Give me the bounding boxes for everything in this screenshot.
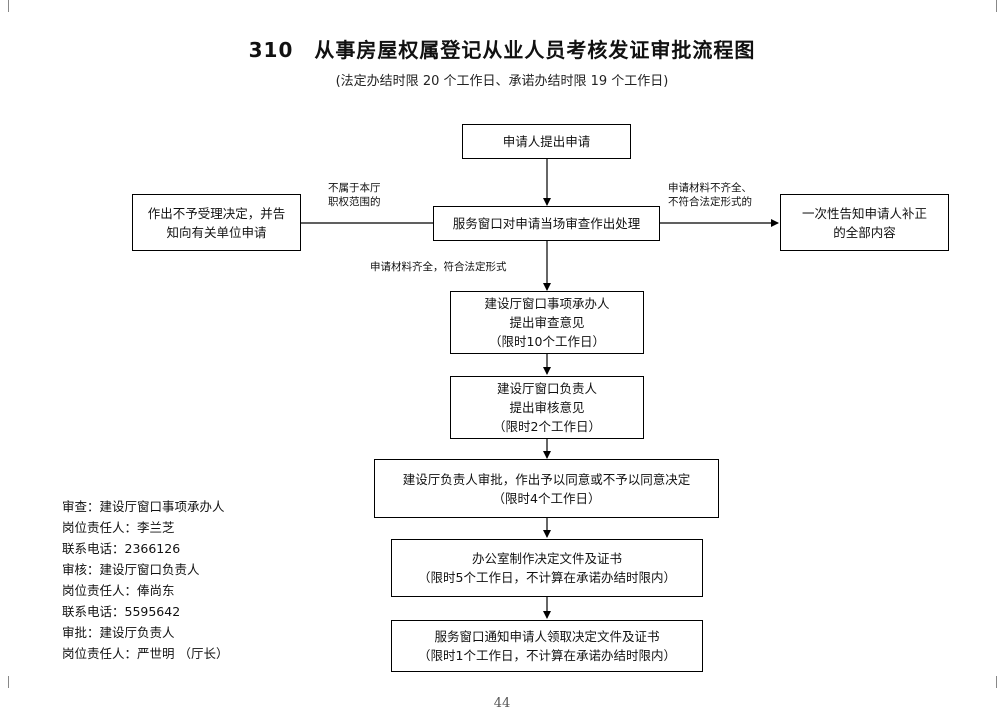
flow-box-handler-line-2: 提出审查意见 <box>509 315 585 330</box>
flow-box-collect-line-2: （限时1个工作日，不计算在承诺办结时限内） <box>418 648 676 663</box>
crop-mark-top-right <box>996 0 997 12</box>
edge-label-incomplete-line-2: 不符合法定形式的 <box>668 196 752 208</box>
flow-box-window-review: 服务窗口对申请当场审查作出处理 <box>433 206 660 241</box>
flow-box-handler-line-3: （限时10个工作日） <box>489 334 605 349</box>
flow-box-office: 办公室制作决定文件及证书 （限时5个工作日，不计算在承诺办结时限内） <box>391 539 703 597</box>
flow-box-notify-line-1: 一次性告知申请人补正 <box>801 205 927 221</box>
contact-line: 联系电话：5595642 <box>62 604 181 619</box>
flow-box-handler-line-1: 建设厅窗口事项承办人 <box>484 296 610 311</box>
edge-label-not-in-scope-line-1: 不属于本厅 <box>328 182 381 194</box>
edge-label-complete: 申请材料齐全，符合法定形式 <box>370 261 507 273</box>
flow-box-reject-line-2: 知向有关单位申请 <box>166 224 267 240</box>
flow-box-notify-line-2: 的全部内容 <box>833 224 896 240</box>
flow-box-office-line-1: 办公室制作决定文件及证书 <box>471 551 622 566</box>
crop-mark-bottom-right <box>996 676 997 688</box>
edge-label-incomplete: 申请材料不齐全、 不符合法定形式的 <box>668 181 752 209</box>
flow-box-collect: 服务窗口通知申请人领取决定文件及证书 （限时1个工作日，不计算在承诺办结时限内） <box>391 620 703 672</box>
contact-line: 审核：建设厅窗口负责人 <box>62 562 200 577</box>
page-number: 44 <box>493 696 511 711</box>
contact-line: 审查：建设厅窗口事项承办人 <box>62 499 225 514</box>
flow-box-office-line-2: （限时5个工作日，不计算在承诺办结时限内） <box>418 570 676 585</box>
responsible-contacts: 审查：建设厅窗口事项承办人 岗位责任人：李兰芝 联系电话：2366126 审核：… <box>62 496 228 664</box>
flow-box-notify-supplement: 一次性告知申请人补正 的全部内容 <box>780 194 949 251</box>
flow-box-responsible-line-1: 建设厅窗口负责人 <box>496 381 597 396</box>
edge-label-incomplete-line-1: 申请材料不齐全、 <box>668 182 752 194</box>
flow-box-window-review-text: 服务窗口对申请当场审查作出处理 <box>452 216 641 231</box>
contact-line: 岗位责任人：俸尚东 <box>62 583 175 598</box>
contact-line: 审批：建设厅负责人 <box>62 625 175 640</box>
flow-box-approval: 建设厅负责人审批，作出予以同意或不予以同意决定 （限时4个工作日） <box>374 459 719 518</box>
flow-box-approval-line-1: 建设厅负责人审批，作出予以同意或不予以同意决定 <box>402 471 691 487</box>
contact-line: 联系电话：2366126 <box>62 541 181 556</box>
edge-label-not-in-scope-line-2: 职权范围的 <box>328 196 381 208</box>
flow-box-responsible-line-2: 提出审核意见 <box>509 400 585 415</box>
crop-mark-bottom-left <box>8 676 9 688</box>
flow-box-reject-line-1: 作出不予受理决定，并告 <box>147 205 286 221</box>
flow-box-reject: 作出不予受理决定，并告 知向有关单位申请 <box>132 194 301 251</box>
edge-label-not-in-scope: 不属于本厅 职权范围的 <box>328 181 381 209</box>
flow-box-handler: 建设厅窗口事项承办人 提出审查意见 （限时10个工作日） <box>450 291 644 354</box>
page-title: 310 从事房屋权属登记从业人员考核发证审批流程图 <box>248 38 756 62</box>
flow-box-responsible: 建设厅窗口负责人 提出审核意见 （限时2个工作日） <box>450 376 644 439</box>
crop-mark-top-left <box>8 0 9 12</box>
page-subtitle: (法定办结时限 20 个工作日、承诺办结时限 19 个工作日) <box>335 74 669 89</box>
flow-box-responsible-line-3: （限时2个工作日） <box>493 419 601 434</box>
flow-box-apply-text: 申请人提出申请 <box>502 134 591 149</box>
flow-box-apply: 申请人提出申请 <box>462 124 631 159</box>
contact-line: 岗位责任人：严世明 （厅长） <box>62 646 229 661</box>
flow-box-approval-line-2: （限时4个工作日） <box>492 490 601 506</box>
contact-line: 岗位责任人：李兰芝 <box>62 520 175 535</box>
flow-box-collect-line-1: 服务窗口通知申请人领取决定文件及证书 <box>434 629 660 644</box>
